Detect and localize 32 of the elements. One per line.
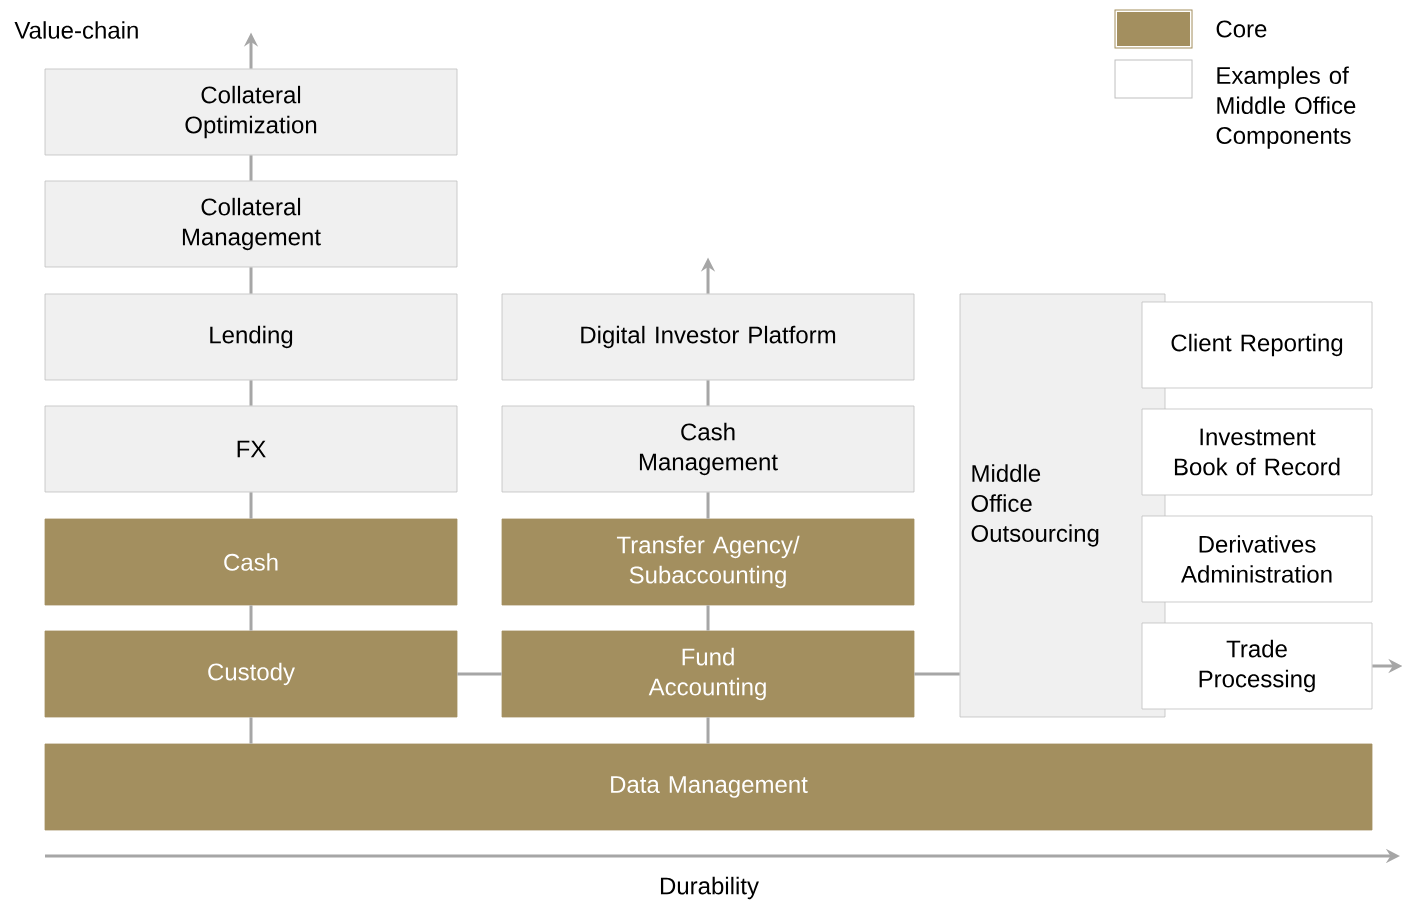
connector-line xyxy=(457,672,502,676)
connector-line xyxy=(249,492,253,519)
process-box: Derivatives Administration xyxy=(1141,515,1373,603)
process-box: Transfer Agency/ Subaccounting xyxy=(501,518,915,606)
process-box: Cash xyxy=(44,518,458,606)
process-box: Collateral Management xyxy=(44,180,458,268)
process-box: Client Reporting xyxy=(1141,301,1373,389)
connector-line xyxy=(249,267,253,294)
connector-line xyxy=(706,380,710,406)
process-box: Investment Book of Record xyxy=(1141,408,1373,496)
process-box: Collateral Optimization xyxy=(44,68,458,156)
connector-line xyxy=(706,492,710,519)
connector-line xyxy=(914,672,960,676)
process-box: Data Management xyxy=(44,743,1373,831)
legend-label: Core xyxy=(1216,20,1267,38)
connector-line xyxy=(706,717,710,744)
connector-line xyxy=(249,380,253,406)
process-box: Custody xyxy=(44,630,458,718)
panel-box: Middle Office Outsourcing xyxy=(959,293,1166,718)
process-box: FX xyxy=(44,405,458,493)
connector-line xyxy=(249,605,253,631)
process-box: Lending xyxy=(44,293,458,381)
connector-line xyxy=(249,155,253,181)
connector-line xyxy=(249,717,253,744)
axis-label: Value-chain xyxy=(14,21,138,39)
process-box: Trade Processing xyxy=(1141,622,1373,710)
connector-line xyxy=(706,605,710,631)
process-box: Digital Investor Platform xyxy=(501,293,915,381)
process-box: Fund Accounting xyxy=(501,630,915,718)
legend-label: Examples of Middle Office Components xyxy=(1216,66,1356,149)
axis-label: Durability xyxy=(660,876,759,900)
process-box: Cash Management xyxy=(501,405,915,493)
